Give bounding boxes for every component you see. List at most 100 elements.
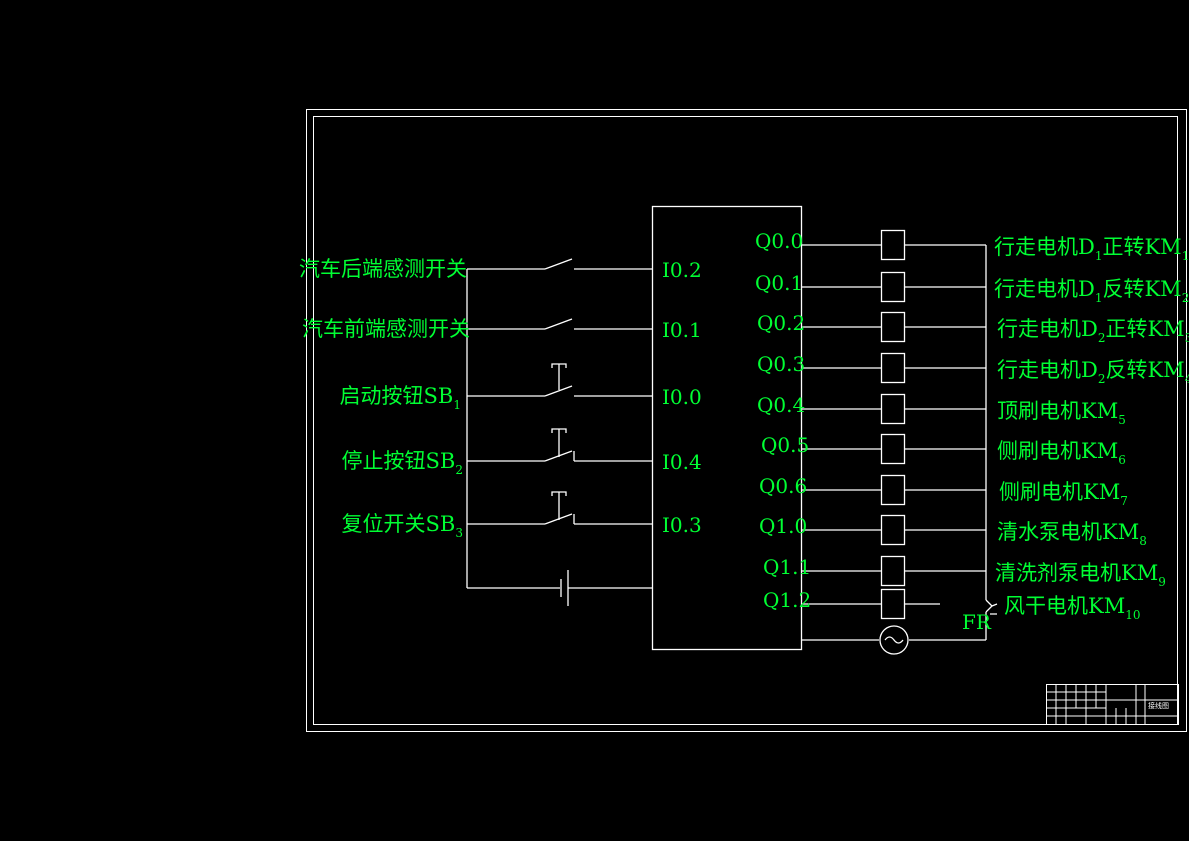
coil-icon: [880, 229, 906, 261]
coil-icon: [880, 474, 906, 506]
output-label: 清洗剂泵电机KM9: [995, 561, 1166, 589]
plc-module-box: [651, 205, 803, 651]
output-rung: Q0.6 侧刷电机KM7: [759, 474, 1128, 508]
input-label: 汽车后端感测开关: [299, 257, 467, 281]
output-rung: Q0.2 行走电机D2正转KM3: [757, 311, 1189, 345]
coil-icon: [880, 588, 906, 620]
output-label-text: 侧刷电机KM: [997, 439, 1118, 463]
outer-frame: [306, 109, 1187, 732]
output-rung: Q0.0 行走电机D1正转KM1: [755, 229, 1189, 263]
coil-icon: [880, 352, 906, 384]
coil-icon: [880, 433, 906, 465]
title-block-drawing-name: 接线图: [1148, 701, 1169, 710]
output-rung: Q0.5 侧刷电机KM6: [761, 433, 1126, 467]
input-label-subscript: 2: [455, 463, 463, 477]
input-address: I0.1: [662, 318, 702, 342]
coil-icon: [880, 271, 906, 303]
output-label-text: 清水泵电机KM: [997, 520, 1139, 544]
output-address: Q1.0: [759, 514, 807, 538]
output-label-subscript-2: 3: [1185, 331, 1189, 345]
ac-source-icon: [879, 625, 909, 655]
output-common-circuit: [802, 245, 987, 641]
output-label: 顶刷电机KM5: [997, 399, 1126, 427]
input-address: I0.2: [662, 258, 702, 282]
output-label-subscript-2: 2: [1182, 291, 1189, 305]
output-address: Q0.4: [757, 393, 805, 417]
output-label-text: 行走电机D: [994, 277, 1095, 301]
output-address: Q1.2: [763, 588, 811, 612]
output-label-subscript: 2: [1098, 331, 1106, 345]
output-label: 行走电机D2反转KM4: [997, 358, 1189, 386]
output-label-text-2: 正转KM: [1102, 235, 1181, 259]
output-label-text: 清洗剂泵电机KM: [995, 561, 1158, 585]
input-label: 停止按钮SB2: [342, 449, 463, 477]
output-rung: Q0.4 顶刷电机KM5: [757, 393, 1126, 427]
output-label: 风干电机KM10: [1004, 594, 1140, 622]
output-label: 侧刷电机KM6: [997, 439, 1126, 467]
output-label: 行走电机D1反转KM2: [994, 277, 1189, 305]
output-label-subscript: 5: [1118, 413, 1126, 427]
output-label-subscript: 8: [1139, 534, 1147, 548]
title-block: 接线图: [1046, 684, 1179, 725]
output-label-subscript: 6: [1118, 453, 1126, 467]
output-address: Q0.0: [755, 229, 803, 253]
input-label-text: 汽车前端感测开关: [302, 317, 470, 341]
output-label-text-2: 反转KM: [1102, 277, 1181, 301]
input-address: I0.4: [662, 450, 702, 474]
pushbutton-no-icon: [544, 363, 573, 397]
inner-frame: [313, 116, 1178, 725]
output-label: 行走电机D2正转KM3: [997, 317, 1189, 345]
output-address: Q1.1: [763, 555, 811, 579]
normally-open-contact-icon: [544, 318, 573, 330]
output-label-text: 侧刷电机KM: [999, 480, 1120, 504]
input-label-subscript: 1: [453, 398, 461, 412]
input-label: 汽车前端感测开关: [302, 317, 470, 341]
output-label: 清水泵电机KM8: [997, 520, 1147, 548]
output-rung: Q1.0 清水泵电机KM8: [759, 514, 1147, 548]
pushbutton-nc-icon: [544, 428, 575, 462]
coil-icon: [880, 393, 906, 425]
output-label: 行走电机D1正转KM1: [994, 235, 1189, 263]
input-label-text: 复位开关SB: [342, 512, 456, 536]
input-rung: I0.0 启动按钮SB1: [340, 363, 702, 412]
input-label-text: 启动按钮SB: [340, 384, 454, 408]
output-label-text-2: 正转KM: [1105, 317, 1184, 341]
output-address: Q0.6: [759, 474, 807, 498]
output-label-text: 行走电机D: [997, 317, 1098, 341]
output-label-subscript: 1: [1095, 249, 1103, 263]
input-label-subscript: 3: [455, 526, 463, 540]
coil-icon: [880, 555, 906, 587]
output-address: Q0.1: [755, 271, 803, 295]
input-label-text: 汽车后端感测开关: [299, 257, 467, 281]
output-rung: Q0.3 行走电机D2反转KM4: [757, 352, 1189, 386]
pushbutton-nc-icon: [544, 491, 575, 525]
input-label-text: 停止按钮SB: [342, 449, 456, 473]
input-address: I0.0: [662, 385, 702, 409]
input-power-supply: [467, 570, 652, 606]
output-label-text: 行走电机D: [997, 358, 1098, 382]
output-address: Q0.2: [757, 311, 805, 335]
output-rung: Q0.1 行走电机D1反转KM2: [755, 271, 1189, 305]
input-rung: I0.1 汽车前端感测开关: [302, 317, 702, 342]
output-rung: Q1.2 风干电机KM10: [763, 588, 1140, 622]
output-label-subscript: 1: [1095, 291, 1103, 305]
output-label-subscript: 2: [1098, 372, 1106, 386]
output-address: Q0.3: [757, 352, 805, 376]
input-label: 复位开关SB3: [342, 512, 463, 540]
output-label: 侧刷电机KM7: [999, 480, 1128, 508]
output-address: Q0.5: [761, 433, 809, 457]
output-label-subscript: 9: [1158, 575, 1166, 589]
output-rung: Q1.1 清洗剂泵电机KM9: [763, 555, 1166, 589]
output-label-subscript: 10: [1125, 608, 1140, 622]
output-label-subscript-2: 1: [1182, 249, 1189, 263]
thermal-relay-fr-icon: [985, 599, 998, 622]
coil-icon: [880, 311, 906, 343]
coil-icon: [880, 514, 906, 546]
input-rung: I0.2 汽车后端感测开关: [299, 257, 702, 282]
input-label: 启动按钮SB1: [340, 384, 461, 412]
input-rung: I0.4 停止按钮SB2: [342, 428, 702, 477]
